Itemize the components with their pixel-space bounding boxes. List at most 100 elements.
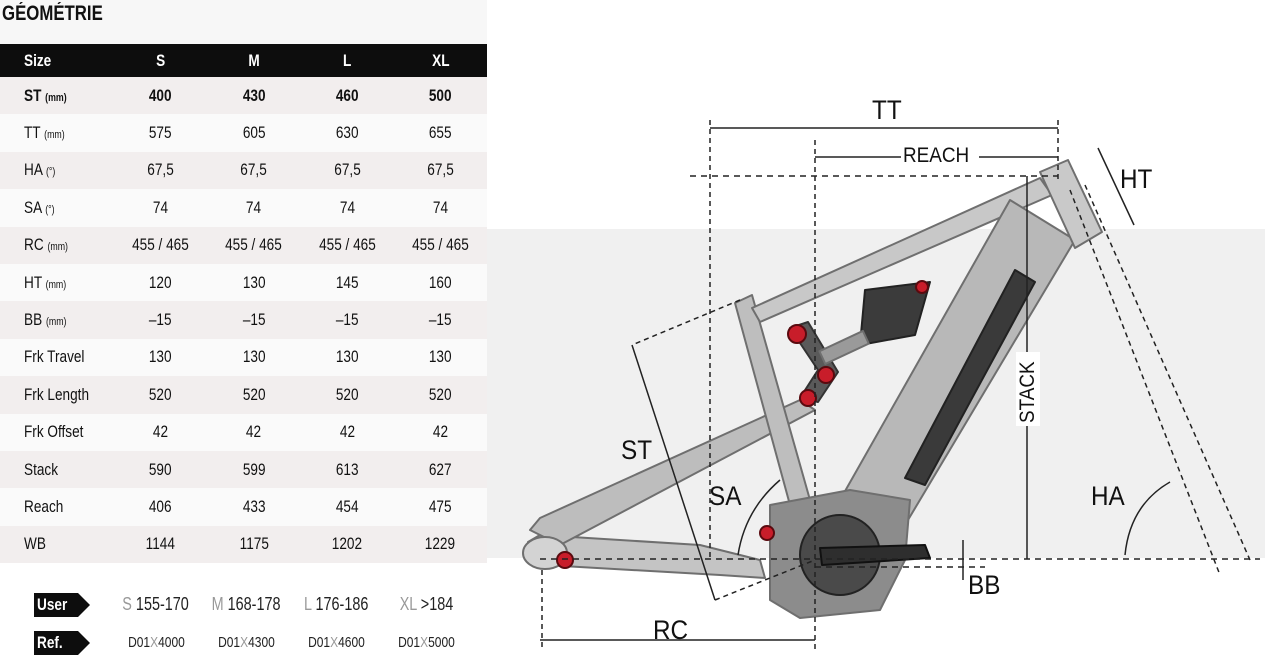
table-cell: 520 xyxy=(114,376,208,414)
table-cell: 605 xyxy=(207,114,301,152)
pivot-bolt-seatstay xyxy=(799,389,817,407)
table-cell: –15 xyxy=(207,301,301,339)
user-item-xl: XL >184 xyxy=(399,594,453,614)
user-item-s: S 155-170 xyxy=(122,594,190,614)
st-line xyxy=(631,344,716,601)
ht-line xyxy=(1097,147,1135,226)
pivot-bolts xyxy=(556,280,929,569)
pivot-bolt-shock xyxy=(915,280,929,294)
header-label: Size xyxy=(0,44,114,77)
table-cell: 120 xyxy=(114,263,208,302)
label-stack: STACK xyxy=(1016,351,1040,426)
table-cell: 1175 xyxy=(207,525,301,564)
user-tag-label: User xyxy=(37,595,68,614)
table-cell: 74 xyxy=(207,189,301,227)
label-sa: SA xyxy=(709,481,742,511)
table-header-row: Size S M L XL xyxy=(0,44,487,77)
pivot-bolt-main xyxy=(759,525,775,541)
row-label: SA (°) xyxy=(0,189,114,227)
table-cell: 400 xyxy=(114,77,208,115)
table-cell: 130 xyxy=(393,338,487,377)
shock-shaft xyxy=(818,329,870,365)
row-label: ST (mm) xyxy=(0,77,114,115)
header-size-xl: XL xyxy=(393,44,487,77)
table-row: BB (mm)–15–15–15–15 xyxy=(0,301,487,339)
table-cell: 627 xyxy=(393,450,487,489)
table-cell: 67,5 xyxy=(300,151,394,190)
page-title: GÉOMÉTRIE xyxy=(2,2,103,25)
ha-arc xyxy=(1124,481,1171,556)
row-label: Frk Travel xyxy=(0,338,114,377)
table-cell: 406 xyxy=(114,488,208,526)
table-cell: 520 xyxy=(300,376,394,414)
label-ht: HT xyxy=(1120,164,1153,194)
table-cell: 74 xyxy=(114,189,208,227)
pivot-bolt-rocker-mid xyxy=(817,366,835,384)
row-label: Stack xyxy=(0,450,114,489)
table-cell: 67,5 xyxy=(114,151,208,190)
table-cell: 67,5 xyxy=(207,151,301,190)
table-cell: 520 xyxy=(393,376,487,414)
table-cell: 130 xyxy=(114,338,208,377)
rear-shock xyxy=(859,281,931,346)
user-tag-shape xyxy=(34,593,90,617)
table-cell: 520 xyxy=(207,376,301,414)
table-cell: 455 / 465 xyxy=(207,226,301,264)
ha-axis-line-1 xyxy=(1069,189,1221,576)
table-cell: 460 xyxy=(300,77,394,115)
table-cell: 67,5 xyxy=(393,151,487,190)
row-label: HT (mm) xyxy=(0,263,114,302)
table-cell: 42 xyxy=(300,413,394,451)
table-cell: 160 xyxy=(393,263,487,302)
table-cell: 455 / 465 xyxy=(300,226,394,264)
ref-tag-shape xyxy=(34,631,90,655)
battery-cover xyxy=(904,269,1036,486)
label-tt: TT xyxy=(872,95,902,125)
table-cell: 433 xyxy=(207,488,301,526)
row-label: Frk Offset xyxy=(0,413,114,451)
label-bb: BB xyxy=(968,570,1001,600)
user-item-l: L 176-186 xyxy=(303,594,369,614)
row-label: HA (°) xyxy=(0,151,114,190)
ref-tag: Ref. xyxy=(34,631,90,655)
user-tag: User xyxy=(34,593,90,617)
table-cell: 454 xyxy=(300,488,394,526)
row-label: WB xyxy=(0,525,114,564)
table-cell: 130 xyxy=(300,338,394,377)
ref-item-l: D01X4600 xyxy=(307,634,365,651)
row-label: TT (mm) xyxy=(0,114,114,152)
crank-arm xyxy=(819,544,931,566)
table-cell: 500 xyxy=(393,77,487,115)
sa-arc xyxy=(737,479,781,556)
table-cell: 42 xyxy=(207,413,301,451)
dimension-lines xyxy=(540,120,1260,650)
table-cell: 1202 xyxy=(300,525,394,564)
label-rc: RC xyxy=(653,615,689,645)
label-st: ST xyxy=(621,435,653,465)
table-cell: 1229 xyxy=(393,525,487,564)
st-axis xyxy=(631,299,741,346)
table-cell: 130 xyxy=(207,338,301,377)
table-cell: 630 xyxy=(300,114,394,152)
table-cell: 430 xyxy=(207,77,301,115)
row-label: Reach xyxy=(0,488,114,526)
table-cell: 613 xyxy=(300,450,394,489)
ref-item-m: D01X4300 xyxy=(217,634,275,651)
table-cell: 455 / 465 xyxy=(114,226,208,264)
ref-item-s: D01X4000 xyxy=(127,634,185,651)
table-cell: 590 xyxy=(114,450,208,489)
table-cell: 655 xyxy=(393,114,487,152)
ref-tag-label: Ref. xyxy=(37,633,63,652)
pivot-bolt-rocker-top xyxy=(787,324,807,344)
